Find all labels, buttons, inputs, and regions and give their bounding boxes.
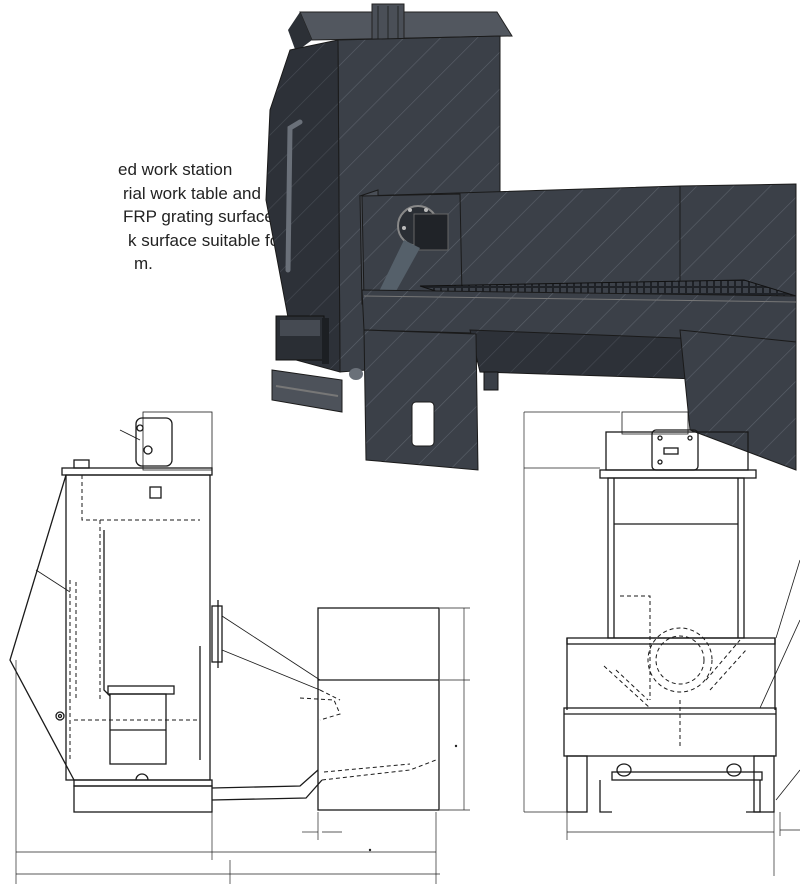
- description-line-4: k surface suitable for: [128, 230, 285, 250]
- side-elevation-drawing: [9, 411, 341, 813]
- table-side-view-drawing: [302, 607, 470, 884]
- workstation-3d-render: [265, 3, 797, 471]
- description-line-2: rial work table and: [123, 183, 261, 203]
- description-line-1: ed work station: [118, 160, 233, 179]
- table-right-leg: [679, 329, 797, 471]
- product-description: ed work station rial work table and FRP …: [0, 158, 285, 276]
- description-line-5: m.: [134, 254, 153, 273]
- tower-top-lip: [288, 12, 312, 52]
- leg-cutout: [411, 401, 435, 447]
- tower-top-plate: [299, 11, 513, 41]
- overall-dimension-lines: [15, 660, 440, 884]
- table-left-leg: [363, 329, 479, 471]
- front-elevation-drawing: [523, 411, 800, 876]
- tower-handle: [285, 119, 303, 273]
- description-line-3: FRP grating surface: [123, 207, 274, 226]
